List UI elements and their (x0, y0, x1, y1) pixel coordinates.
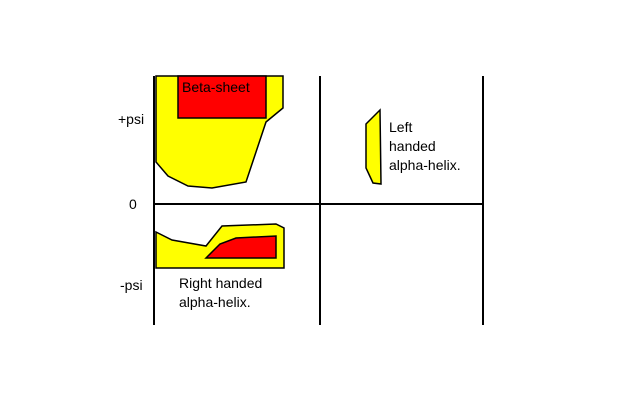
right-helix-label-line1: Right handed (179, 275, 263, 291)
beta-sheet-label: Beta-sheet (182, 79, 250, 95)
minus-psi-label: -psi (120, 277, 143, 293)
right-helix-label-line2: alpha-helix. (179, 294, 251, 310)
plus-psi-label: +psi (118, 111, 145, 127)
beta-sheet-core (177, 75, 267, 119)
left-helix-label-line2: handed (389, 138, 436, 154)
left-helix-label-line1: Left (389, 119, 413, 135)
right-helix-core (204, 235, 277, 259)
left-helix-allowed-region (365, 108, 382, 185)
zero-label: 0 (129, 196, 137, 212)
left-helix-label-line3: alpha-helix. (389, 157, 461, 173)
